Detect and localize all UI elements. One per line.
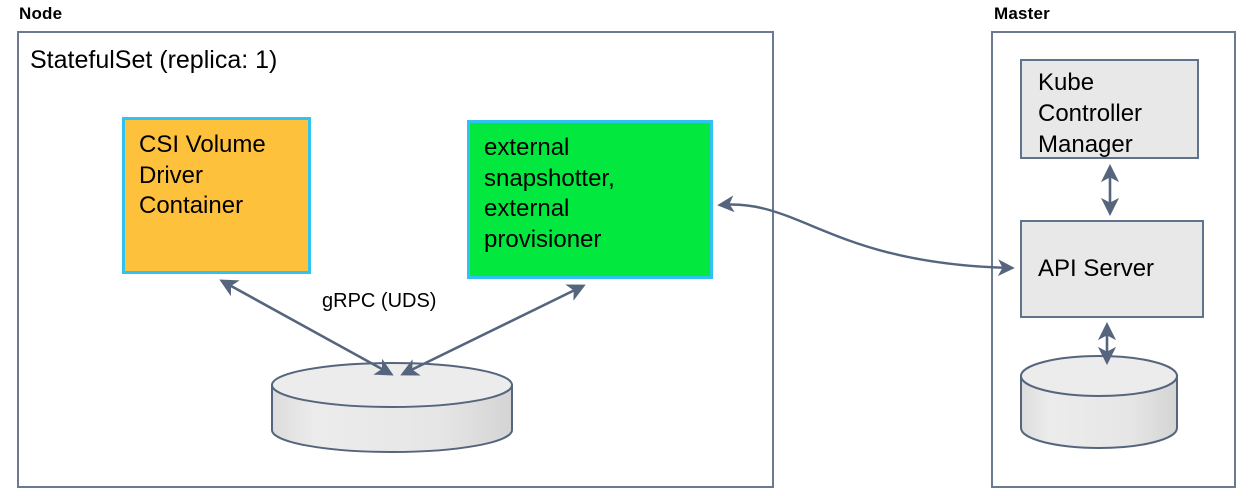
csi-volume-driver-container-box[interactable]: CSI Volume Driver Container bbox=[122, 117, 311, 274]
node-group-label: Node bbox=[19, 4, 63, 23]
external-snapshotter-provisioner-label: external snapshotter, external provision… bbox=[484, 134, 615, 254]
emptydir-volume-label: EmptyDir Volume bbox=[322, 411, 462, 431]
csi-volume-driver-container-label: CSI Volume Driver Container bbox=[139, 131, 266, 220]
kube-controller-manager-label: Kube Controller Manager bbox=[1038, 69, 1143, 159]
api-server-box[interactable]: API Server bbox=[1020, 220, 1204, 318]
master-group-label: Master bbox=[994, 4, 1051, 23]
kube-controller-manager-box[interactable]: Kube Controller Manager bbox=[1020, 59, 1199, 159]
statefulset-title: StatefulSet (replica: 1) bbox=[30, 46, 278, 74]
etcd-label: etcd bbox=[1040, 400, 1082, 425]
external-snapshotter-provisioner-box[interactable]: external snapshotter, external provision… bbox=[467, 120, 713, 279]
grpc-uds-edge-label: gRPC (UDS) bbox=[322, 290, 437, 312]
api-server-label: API Server bbox=[1038, 255, 1155, 283]
